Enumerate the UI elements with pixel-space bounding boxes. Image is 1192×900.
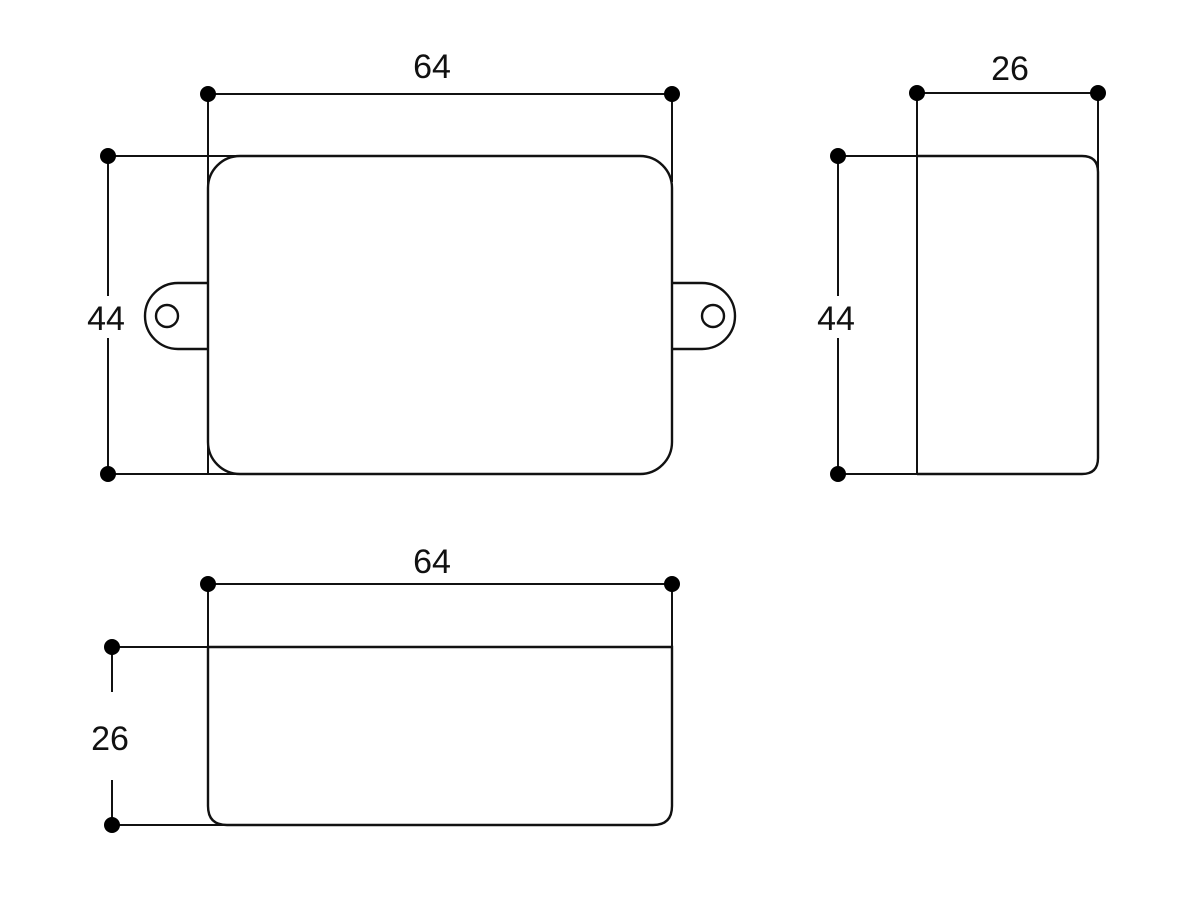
- front-view-body: [206, 154, 674, 476]
- front-view-right-mounting-hole: [700, 303, 726, 329]
- top-view-height-dot-bottom: [104, 817, 120, 833]
- side-view-height-dot-top: [830, 148, 846, 164]
- side-view-height-dimension: 44: [810, 148, 917, 482]
- front-view-height-label: 44: [87, 300, 125, 338]
- side-view-width-label: 26: [991, 50, 1029, 88]
- top-view-width-label: 64: [413, 543, 451, 581]
- front-view-height-dot-top: [100, 148, 116, 164]
- front-view-height-label-backdrop: [80, 296, 136, 338]
- front-view-left-mounting-ear: [143, 281, 208, 351]
- top-view-height-label: 26: [91, 720, 129, 758]
- top-view-width-dot-right: [664, 576, 680, 592]
- top-view-width-dimension: 64: [200, 543, 680, 647]
- top-view: 64 26: [91, 543, 680, 833]
- front-view-right-mounting-ear: [672, 281, 737, 351]
- side-view-height-label: 44: [817, 300, 855, 338]
- side-view-width-dot-left: [909, 85, 925, 101]
- front-view-width-dot-right: [664, 86, 680, 102]
- side-view-width-dot-right: [1090, 85, 1106, 101]
- side-view-height-label-backdrop: [810, 296, 866, 338]
- top-view-body: [206, 645, 674, 827]
- top-view-height-dot-top: [104, 639, 120, 655]
- top-view-width-dot-left: [200, 576, 216, 592]
- front-view-left-mounting-hole: [154, 303, 180, 329]
- top-view-height-dimension: 26: [91, 639, 230, 833]
- side-view-body: [917, 154, 1100, 476]
- side-view: 26 44: [810, 50, 1106, 482]
- front-view: 64 44: [80, 48, 737, 482]
- side-view-width-dimension: 26: [909, 50, 1106, 474]
- side-view-height-dot-bottom: [830, 466, 846, 482]
- front-view-width-dimension: 64: [200, 48, 680, 474]
- front-view-width-dot-left: [200, 86, 216, 102]
- front-view-height-dimension: 44: [80, 148, 248, 482]
- front-view-width-label: 64: [413, 48, 451, 86]
- front-view-height-dot-bottom: [100, 466, 116, 482]
